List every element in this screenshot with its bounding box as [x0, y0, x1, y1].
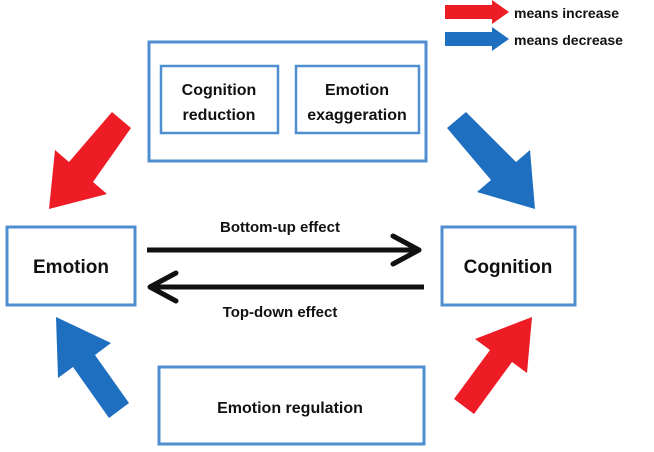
emotion-exaggeration-line1: Emotion — [325, 82, 389, 99]
bottom-up-effect-label: Bottom-up effect — [220, 219, 340, 236]
emotion-regulation-box — [157, 365, 426, 446]
top-group-box — [147, 40, 428, 163]
legend-increase-label: means increase — [514, 5, 619, 21]
emotion-exaggeration-box — [294, 64, 421, 135]
top-down-effect-arrow — [147, 270, 424, 304]
cognition-reduction-line2: reduction — [183, 107, 256, 124]
emotion-box — [5, 225, 137, 307]
red-increase-arrow-icon — [49, 112, 131, 209]
legend-decrease-arrow-icon — [445, 27, 509, 51]
emotion-regulation-label: Emotion regulation — [217, 400, 363, 417]
legend-decrease-label: means decrease — [514, 32, 623, 48]
blue-decrease-arrow-icon — [447, 112, 535, 209]
legend: means increase means decrease — [445, 0, 623, 51]
cognition-box — [440, 225, 577, 307]
legend-increase-arrow-icon — [445, 0, 509, 24]
emotion-label: Emotion — [33, 257, 109, 278]
cognition-label: Cognition — [464, 257, 553, 278]
emotion-exaggeration-line2: exaggeration — [307, 107, 407, 124]
top-down-effect-label: Top-down effect — [223, 304, 338, 321]
red-increase-arrow-icon — [454, 317, 532, 414]
cognition-reduction-box — [159, 64, 280, 135]
bottom-up-effect-arrow — [147, 233, 422, 267]
blue-decrease-arrow-icon — [56, 317, 129, 418]
cognition-reduction-line1: Cognition — [182, 82, 257, 99]
